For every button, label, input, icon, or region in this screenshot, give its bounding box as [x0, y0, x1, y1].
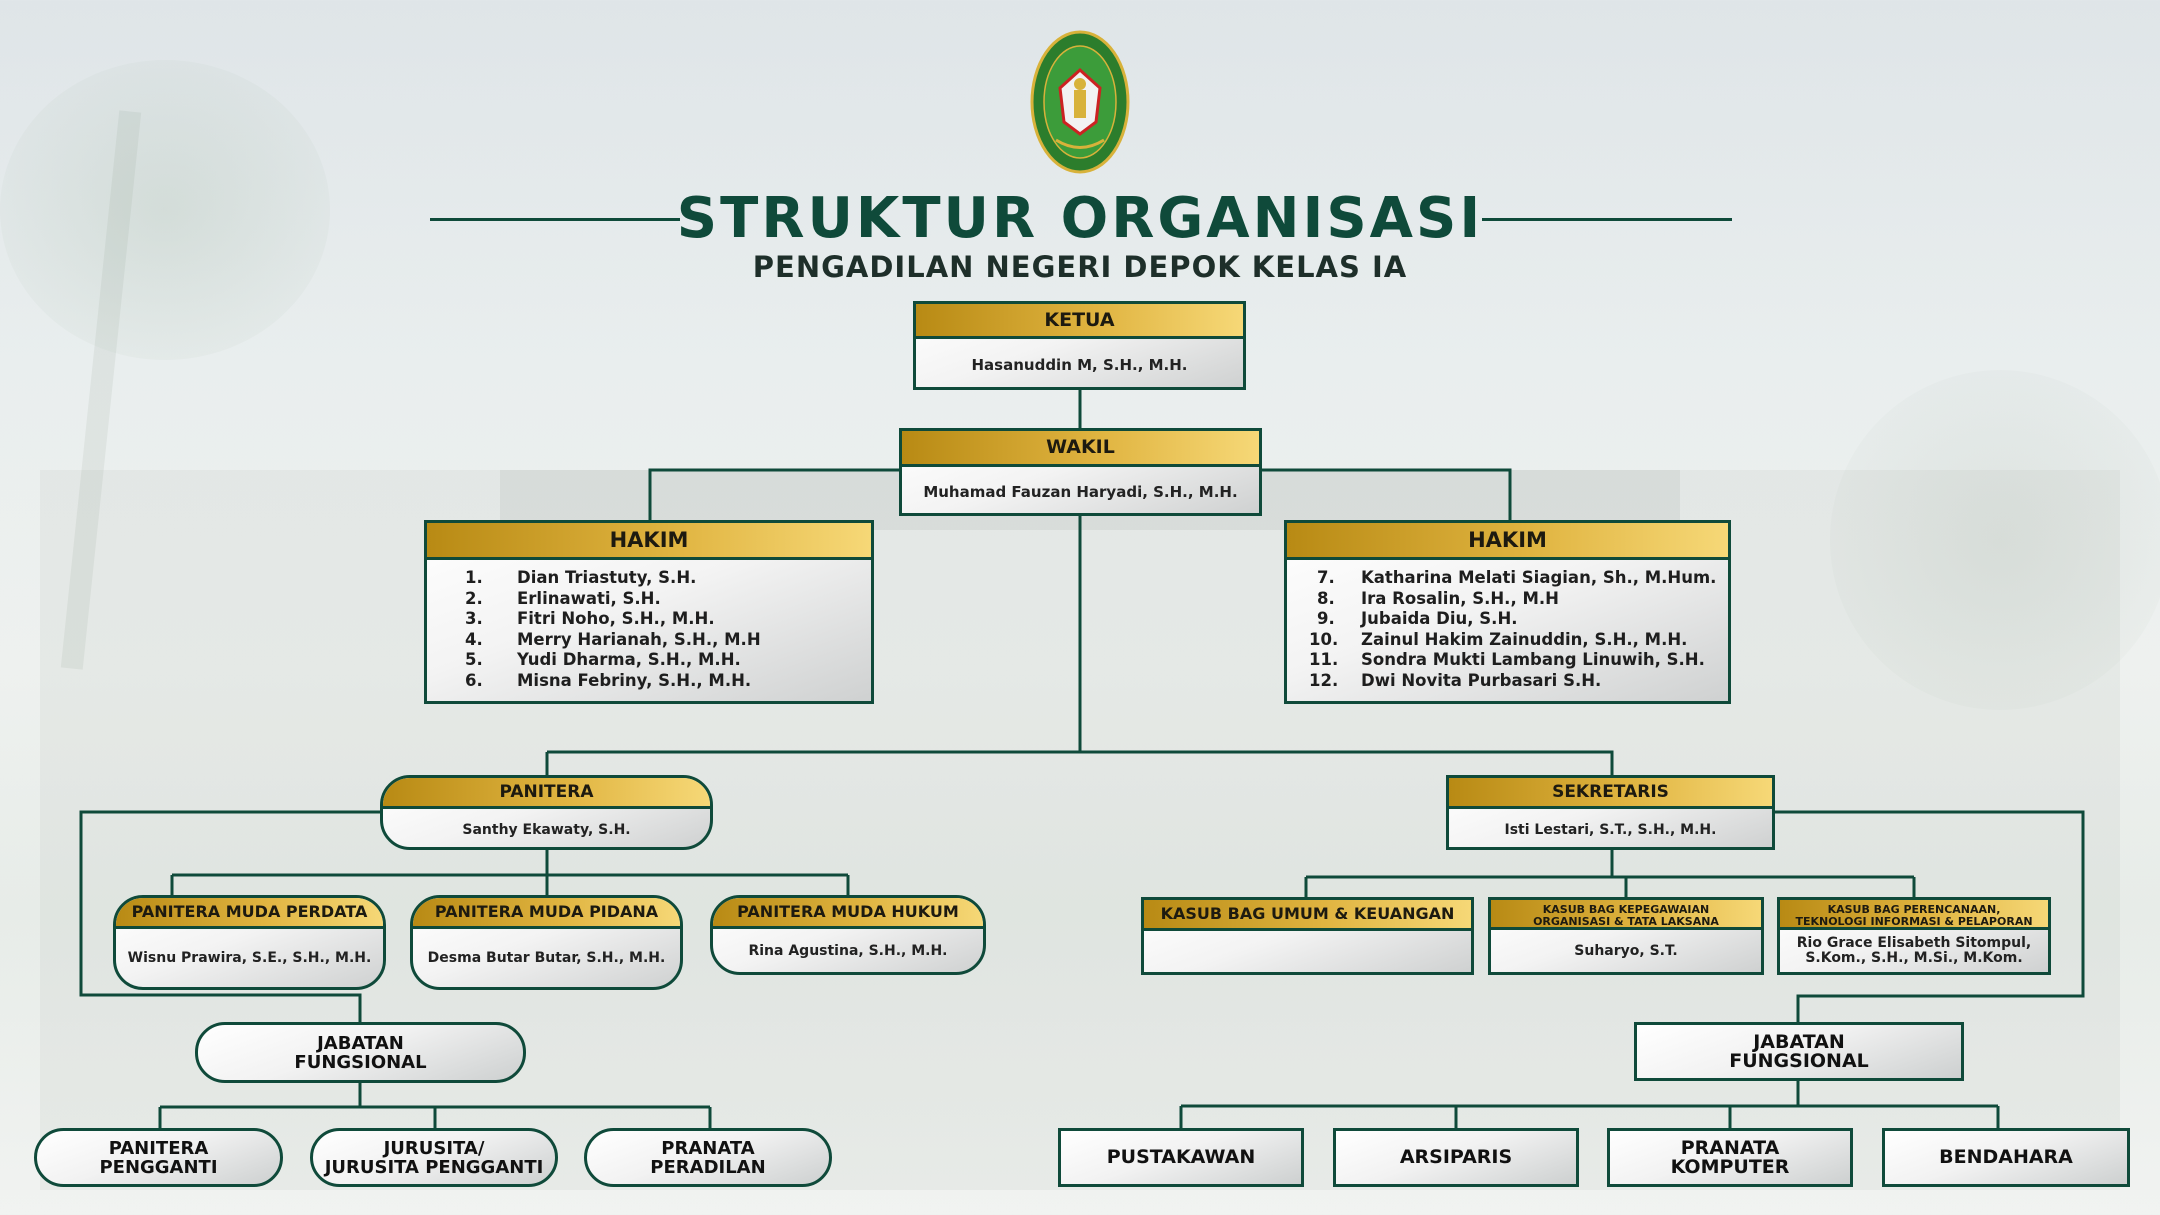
title-rule-left — [430, 218, 680, 221]
hakim-left-role: HAKIM — [427, 523, 871, 560]
ketua-role: KETUA — [916, 304, 1243, 339]
fungsional-pustakawan: PUSTAKAWAN — [1058, 1128, 1304, 1187]
list-item: 6.Misna Febriny, S.H., M.H. — [465, 670, 752, 690]
jabatan-fungsional-right: JABATAN FUNGSIONAL — [1634, 1022, 1964, 1081]
wakil-name: Muhamad Fauzan Haryadi, S.H., M.H. — [923, 482, 1238, 501]
hakim-right-list: 7.Katharina Melati Siagian, Sh., M.Hum. … — [1287, 560, 1728, 691]
hakim-right-role: HAKIM — [1287, 523, 1728, 560]
panitera-muda-perdata-role: PANITERA MUDA PERDATA — [116, 898, 383, 929]
page-subtitle: PENGADILAN NEGERI DEPOK KELAS IA — [752, 250, 1408, 284]
list-item: 7.Katharina Melati Siagian, Sh., M.Hum. — [1317, 568, 1717, 587]
wakil-role: WAKIL — [902, 431, 1259, 467]
kasub-perencanaan-role: KASUB BAG PERENCANAAN, TEKNOLOGI INFORMA… — [1780, 900, 2048, 930]
wakil-box: WAKIL Muhamad Fauzan Haryadi, S.H., M.H. — [899, 428, 1262, 516]
panitera-name: Santhy Ekawaty, S.H. — [462, 821, 631, 838]
list-item: 9.Jubaida Diu, S.H. — [1317, 609, 1518, 628]
panitera-muda-pidana-role: PANITERA MUDA PIDANA — [413, 898, 680, 929]
list-item: 1.Dian Triastuty, S.H. — [465, 568, 697, 587]
panitera-muda-pidana-box: PANITERA MUDA PIDANA Desma Butar Butar, … — [410, 895, 683, 990]
ketua-box: KETUA Hasanuddin M, S.H., M.H. — [913, 301, 1246, 390]
sekretaris-box: SEKRETARIS Isti Lestari, S.T., S.H., M.H… — [1446, 775, 1775, 850]
fungsional-panitera-pengganti: PANITERA PENGGANTI — [34, 1128, 283, 1187]
panitera-role: PANITERA — [383, 778, 710, 809]
jabatan-fungsional-left: JABATAN FUNGSIONAL — [195, 1022, 526, 1083]
sekretaris-name: Isti Lestari, S.T., S.H., M.H. — [1504, 821, 1717, 838]
panitera-box: PANITERA Santhy Ekawaty, S.H. — [380, 775, 713, 850]
background-palm-tree — [0, 60, 330, 360]
panitera-muda-perdata-name: Wisnu Prawira, S.E., S.H., M.H. — [127, 950, 372, 966]
hakim-box-right: HAKIM 7.Katharina Melati Siagian, Sh., M… — [1284, 520, 1731, 704]
sekretaris-role: SEKRETARIS — [1449, 778, 1772, 809]
list-item: 3.Fitri Noho, S.H., M.H. — [465, 609, 715, 628]
background-tree — [1830, 370, 2160, 710]
kasub-umum-role: KASUB BAG UMUM & KEUANGAN — [1144, 900, 1471, 931]
hakim-box-left: HAKIM 1.Dian Triastuty, S.H. 2.Erlinawat… — [424, 520, 874, 704]
list-item: 5.Yudi Dharma, S.H., M.H. — [465, 650, 741, 669]
hakim-left-list: 1.Dian Triastuty, S.H. 2.Erlinawati, S.H… — [427, 560, 871, 691]
kasub-umum-name — [1144, 931, 1471, 972]
fungsional-pranata-komputer: PRANATA KOMPUTER — [1607, 1128, 1853, 1187]
list-item: 11.Sondra Mukti Lambang Linuwih, S.H. — [1309, 650, 1705, 669]
panitera-muda-hukum-box: PANITERA MUDA HUKUM Rina Agustina, S.H.,… — [710, 895, 986, 975]
panitera-muda-perdata-box: PANITERA MUDA PERDATA Wisnu Prawira, S.E… — [113, 895, 386, 990]
title-rule-right — [1482, 218, 1732, 221]
fungsional-arsiparis: ARSIPARIS — [1333, 1128, 1579, 1187]
panitera-muda-pidana-name: Desma Butar Butar, S.H., M.H. — [427, 950, 666, 966]
kasub-perencanaan-name: Rio Grace Elisabeth Sitompul, S.Kom., S.… — [1796, 935, 2032, 966]
fungsional-jurusita: JURUSITA/ JURUSITA PENGGANTI — [310, 1128, 558, 1187]
page-title: STRUKTUR ORGANISASI — [676, 186, 1484, 251]
list-item: 10.Zainul Hakim Zainuddin, S.H., M.H. — [1309, 629, 1688, 649]
court-seal-logo — [1030, 30, 1130, 174]
fungsional-bendahara: BENDAHARA — [1882, 1128, 2130, 1187]
list-item: 4.Merry Harianah, S.H., M.H — [465, 629, 761, 649]
ketua-name: Hasanuddin M, S.H., M.H. — [971, 355, 1188, 374]
kasub-kepegawaian-box: KASUB BAG KEPEGAWAIAN ORGANISASI & TATA … — [1488, 897, 1764, 975]
list-item: 8.Ira Rosalin, S.H., M.H — [1317, 588, 1559, 608]
fungsional-pranata-peradilan: PRANATA PERADILAN — [584, 1128, 832, 1187]
kasub-kepegawaian-name: Suharyo, S.T. — [1574, 943, 1678, 959]
kasub-perencanaan-box: KASUB BAG PERENCANAAN, TEKNOLOGI INFORMA… — [1777, 897, 2051, 975]
kasub-umum-box: KASUB BAG UMUM & KEUANGAN — [1141, 897, 1474, 975]
panitera-muda-hukum-role: PANITERA MUDA HUKUM — [713, 898, 983, 929]
panitera-muda-hukum-name: Rina Agustina, S.H., M.H. — [748, 942, 948, 959]
list-item: 2.Erlinawati, S.H. — [465, 588, 661, 608]
kasub-kepegawaian-role: KASUB BAG KEPEGAWAIAN ORGANISASI & TATA … — [1491, 900, 1761, 930]
list-item: 12.Dwi Novita Purbasari S.H. — [1309, 670, 1602, 690]
